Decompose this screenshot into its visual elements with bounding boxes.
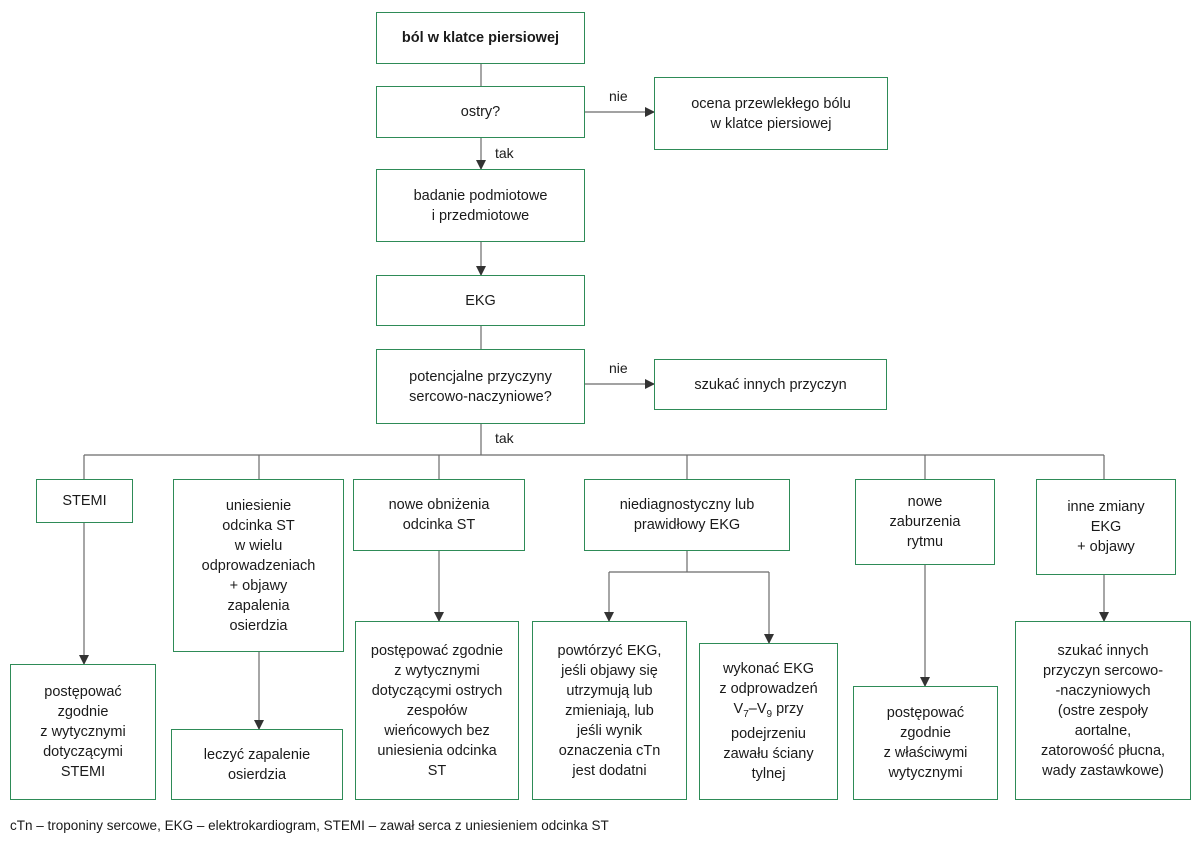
node-history-exam-text: badanie podmiotowe i przedmiotowe (413, 187, 548, 224)
node-repeat-ecg: powtórzyć EKG, jeśli objawy się utrzymuj… (532, 621, 687, 800)
node-history-exam: badanie podmiotowe i przedmiotowe (376, 169, 585, 242)
node-cv-causes-question-text: potencjalne przyczyny sercowo-naczyniowe… (409, 368, 552, 405)
node-other-ecg-changes-text: inne zmiany EKG + objawy (1067, 499, 1145, 555)
node-other-ecg-changes: inne zmiany EKG + objawy (1036, 479, 1176, 575)
node-other-causes: szukać innych przyczyn (654, 359, 887, 410)
node-chronic-assessment-text: ocena przewlekłego bólu w klatce piersio… (691, 95, 851, 132)
node-nste-acs-guidelines: postępować zgodnie z wytycznymi dotycząc… (355, 621, 519, 800)
node-chronic-assessment: ocena przewlekłego bólu w klatce piersio… (654, 77, 888, 150)
node-nondiagnostic-ecg-text: niediagnostyczny lub prawidłowy EKG (619, 497, 755, 533)
node-cv-causes-question: potencjalne przyczyny sercowo-naczyniowe… (376, 349, 585, 424)
node-chest-pain-text: ból w klatce piersiowej (401, 30, 560, 46)
node-treat-pericarditis-text: leczyć zapalenie osierdzia (203, 746, 311, 783)
node-acute-question-text: ostry? (460, 104, 501, 120)
node-stemi: STEMI (36, 479, 133, 523)
node-st-elevation-multi-text: uniesienie odcinka ST w wielu odprowadze… (201, 497, 316, 634)
node-stemi-guidelines-text: postępować zgodnie z wytycznymi dotycząc… (40, 684, 126, 780)
node-acute-question: ostry? (376, 86, 585, 138)
node-ecg-text: EKG (465, 292, 496, 309)
label-yes-cv: tak (495, 430, 514, 446)
node-appropriate-guidelines: postępować zgodnie z właściwymi wytyczny… (853, 686, 998, 800)
node-stemi-guidelines: postępować zgodnie z wytycznymi dotycząc… (10, 664, 156, 800)
node-treat-pericarditis: leczyć zapalenie osierdzia (171, 729, 343, 800)
node-repeat-ecg-text: powtórzyć EKG, jeśli objawy się utrzymuj… (557, 642, 662, 779)
label-yes-acute: tak (495, 145, 514, 161)
node-st-elevation-multi: uniesienie odcinka ST w wielu odprowadze… (173, 479, 344, 652)
node-new-arrhythmia-text: nowe zaburzenia rytmu (889, 494, 961, 550)
node-other-cv-causes-text: szukać innych przyczyn sercowo- -naczyni… (1040, 642, 1166, 779)
node-stemi-text: STEMI (62, 493, 107, 509)
node-nste-acs-guidelines-text: postępować zgodnie z wytycznymi dotycząc… (370, 642, 504, 779)
footnote: cTn – troponiny sercowe, EKG – elektroka… (10, 818, 609, 833)
node-posterior-leads-ecg-text: wykonać EKG z odprowadzeń V7–V9 przy pod… (719, 660, 818, 783)
node-posterior-leads-ecg: wykonać EKG z odprowadzeń V7–V9 przy pod… (699, 643, 838, 800)
node-appropriate-guidelines-text: postępować zgodnie z właściwymi wytyczny… (883, 705, 968, 781)
node-ecg: EKG (376, 275, 585, 326)
node-new-arrhythmia: nowe zaburzenia rytmu (855, 479, 995, 565)
node-other-cv-causes: szukać innych przyczyn sercowo- -naczyni… (1015, 621, 1191, 800)
node-chest-pain: ból w klatce piersiowej (376, 12, 585, 64)
node-new-st-depression: nowe obniżenia odcinka ST (353, 479, 525, 551)
label-no-acute: nie (609, 88, 628, 104)
label-no-cv: nie (609, 360, 628, 376)
node-other-causes-text: szukać innych przyczyn (694, 376, 847, 393)
node-nondiagnostic-ecg: niediagnostyczny lub prawidłowy EKG (584, 479, 790, 551)
node-new-st-depression-text: nowe obniżenia odcinka ST (388, 497, 490, 533)
